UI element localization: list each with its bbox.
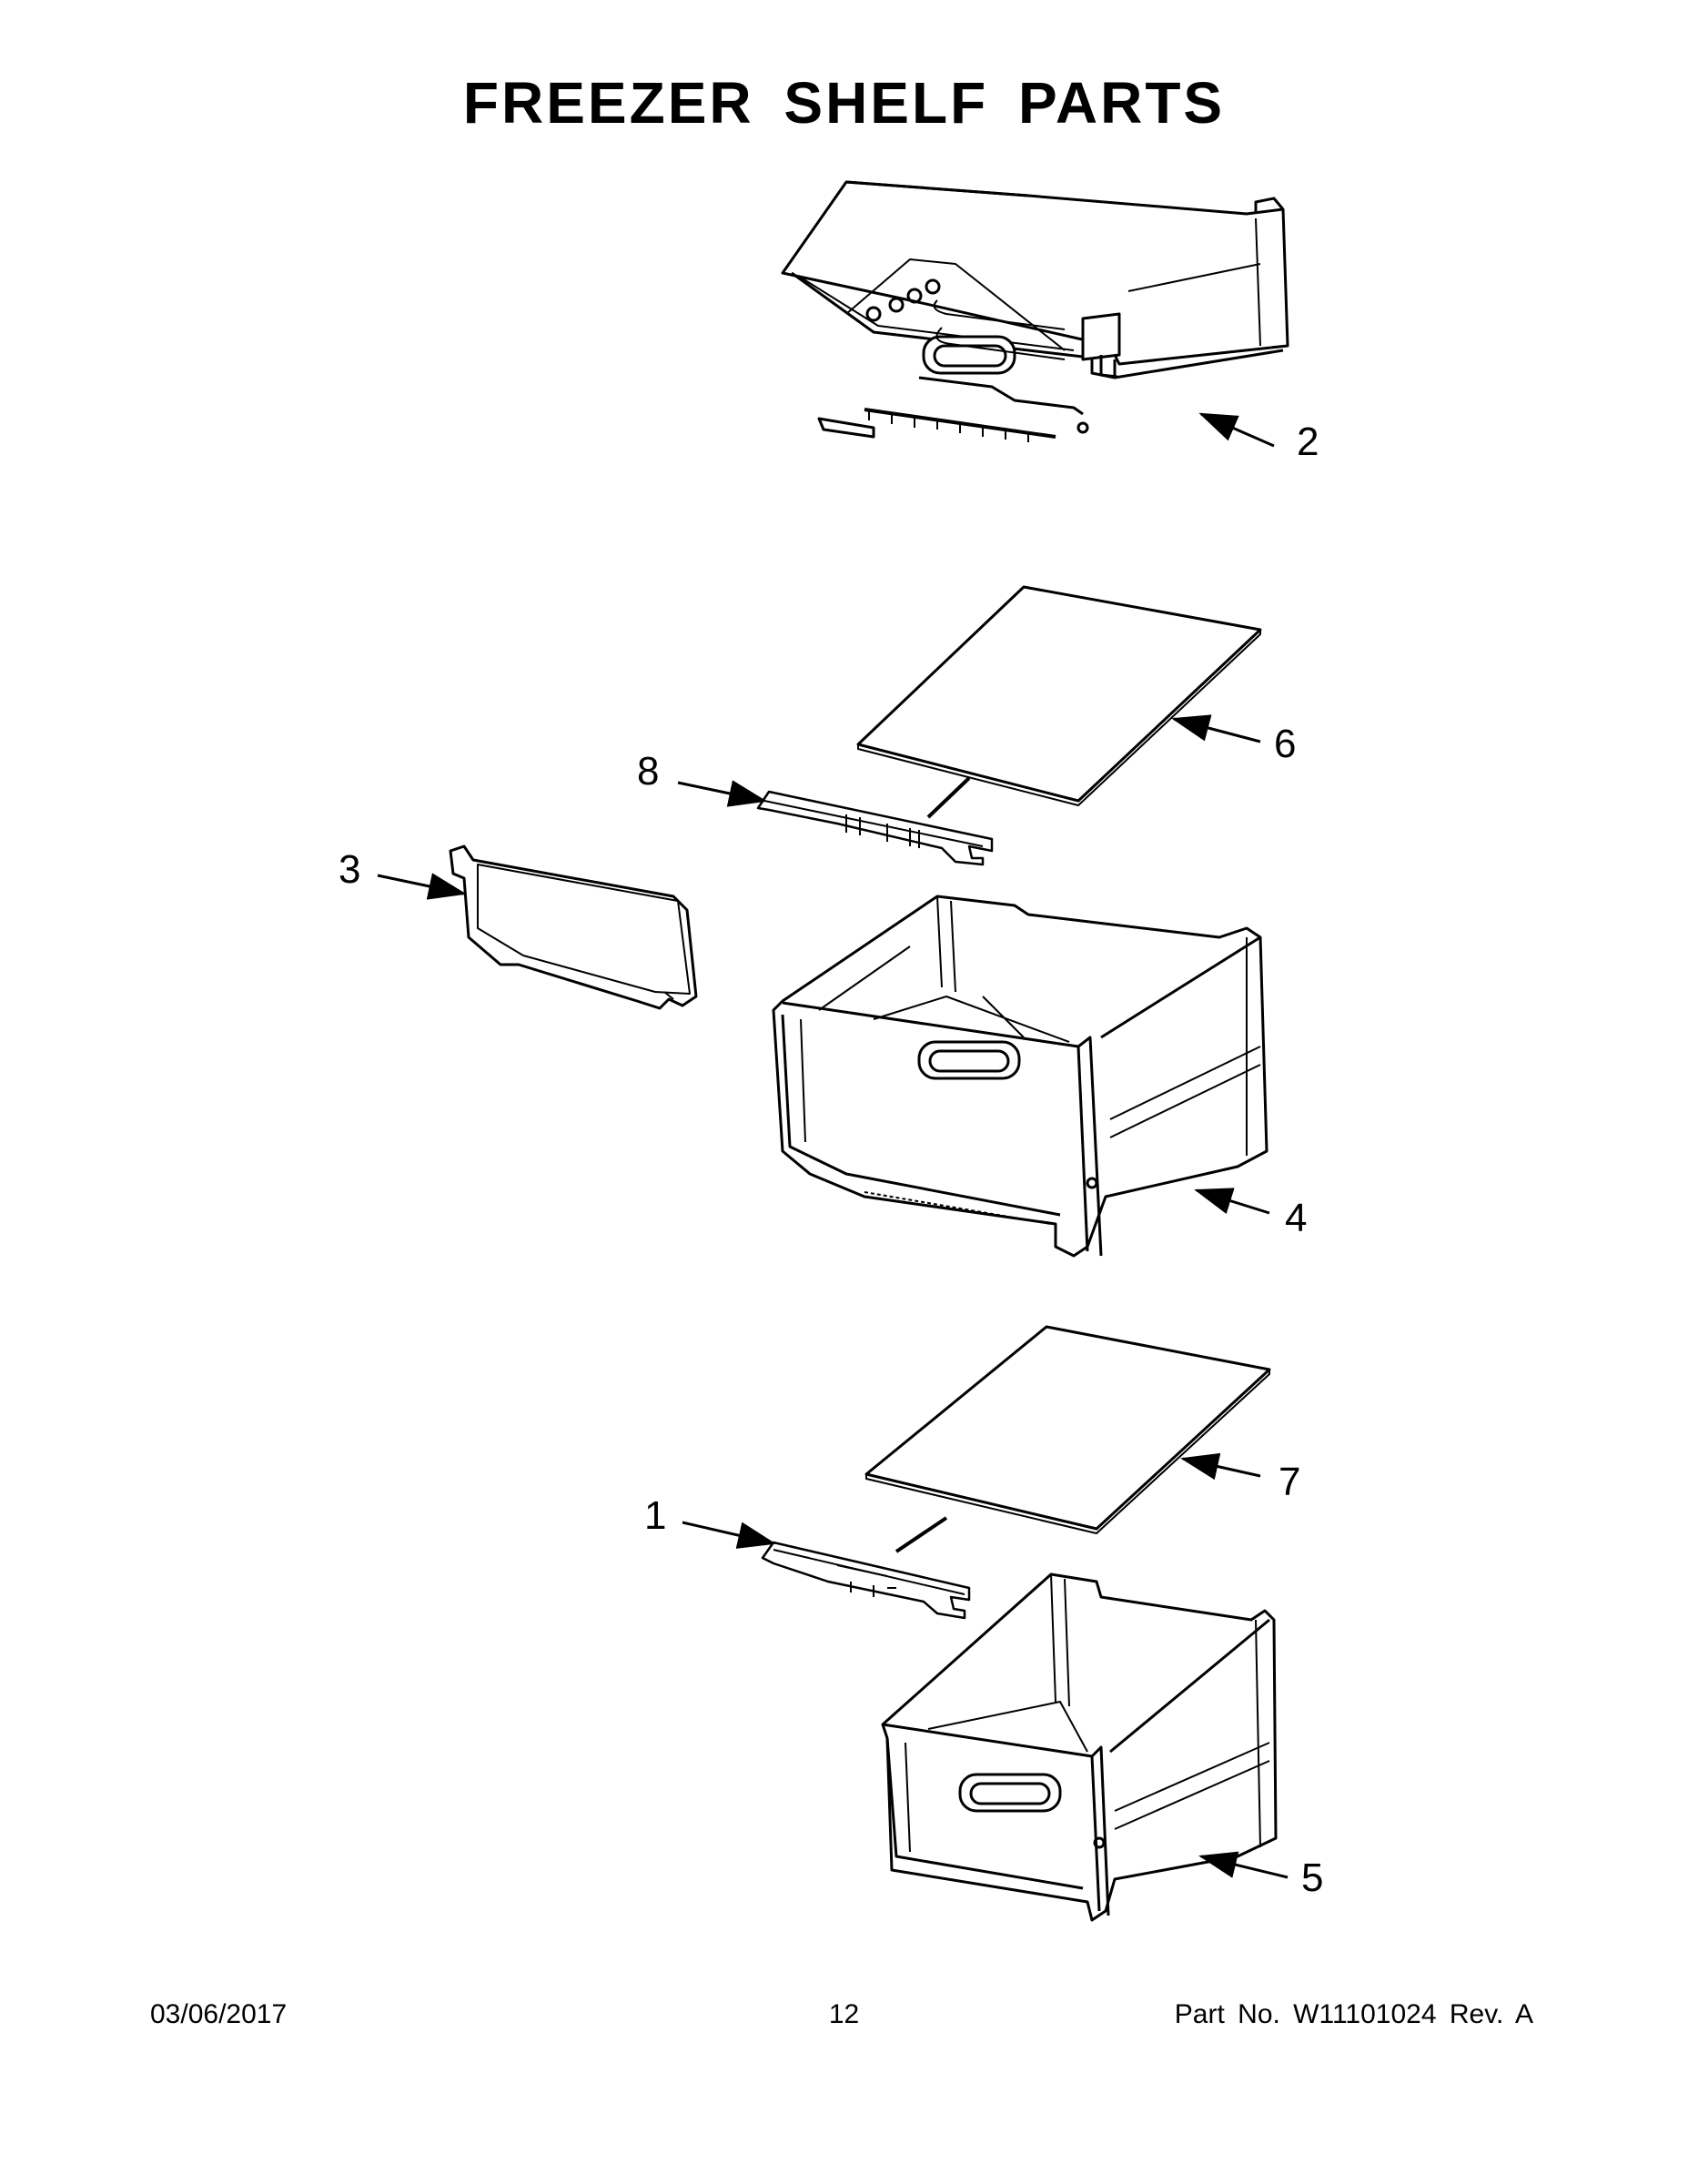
callout-5: 5	[1301, 1855, 1323, 1900]
callout-7: 7	[1279, 1460, 1300, 1504]
callout-8: 8	[637, 749, 659, 794]
part-4-middle-drawer	[772, 895, 1269, 1258]
page-title: FREEZER SHELF PARTS	[462, 70, 1226, 136]
callout-2: 2	[1297, 420, 1319, 464]
footer-page-number: 12	[828, 1999, 860, 2029]
part-1-shelf-rail	[761, 1541, 971, 1620]
part-8-shelf-rail	[756, 790, 994, 866]
callout-arrows	[377, 412, 1289, 1879]
shelf-6-guide-line	[926, 776, 971, 819]
part-5-lower-drawer	[881, 1572, 1278, 1922]
callout-1: 1	[644, 1493, 666, 1538]
callout-3: 3	[339, 847, 360, 892]
callout-6: 6	[1274, 722, 1296, 766]
part-3-divider	[449, 844, 698, 1010]
callout-4: 4	[1285, 1196, 1307, 1240]
footer-part-number: Part No. W11101024 Rev. A	[1174, 1999, 1533, 2029]
part-6-upper-shelf	[856, 585, 1262, 806]
part-2-top-drawer	[781, 180, 1289, 442]
shelf-7-guide-line	[895, 1516, 948, 1553]
footer-date: 03/06/2017	[150, 1999, 288, 2029]
part-7-lower-shelf	[864, 1325, 1271, 1534]
